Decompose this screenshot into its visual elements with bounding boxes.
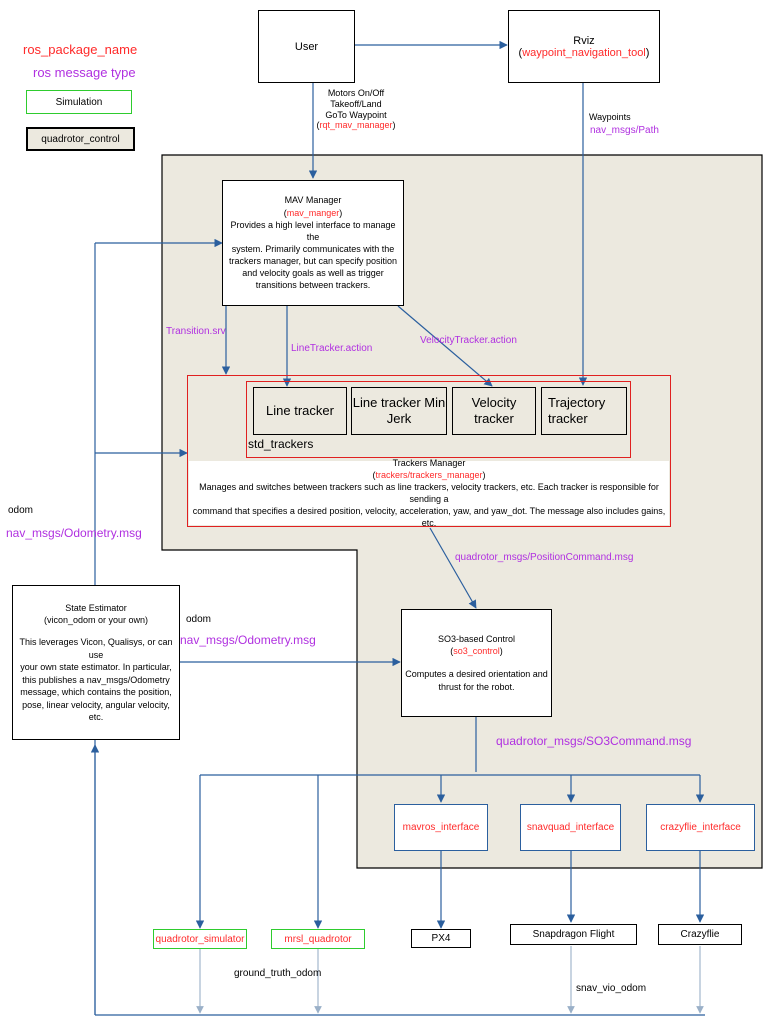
tracker-line-min-jerk: Line tracker Min Jerk	[351, 387, 447, 435]
rviz-package-name: waypoint_navigation_tool	[522, 46, 646, 59]
legend-package-label: ros_package_name	[23, 42, 138, 57]
std-trackers-frame	[246, 381, 631, 458]
trackers-manager-desc-line: Manages and switches between trackers su…	[199, 481, 659, 504]
mav-manager-title: MAV Manager	[284, 195, 342, 206]
so3-control-desc-line: Computes a desired orientation and	[405, 669, 548, 679]
user-command-line: Motors On/Off	[327, 88, 385, 98]
crazyflie-interface-node: crazyflie_interface	[646, 804, 755, 851]
waypoints-message: nav_msgs/Path	[590, 125, 659, 136]
legend-control-box: quadrotor_control	[26, 127, 135, 151]
user-commands-label: Motors On/Off Takeoff/Land GoTo Waypoint…	[316, 88, 396, 131]
state-estimator-subtitle: (vicon_odom or your own)	[43, 615, 149, 626]
tracker-line: Line tracker	[253, 387, 347, 435]
mav-manager-desc-line: trackers manager, but can specify positi…	[228, 256, 398, 267]
quadrotor-simulator-text: quadrotor_simulator	[155, 933, 245, 945]
mrsl-quadrotor-text: mrsl_quadrotor	[284, 933, 352, 945]
legend-message-label: ros message type	[33, 65, 136, 80]
mrsl-quadrotor-node: mrsl_quadrotor	[271, 929, 365, 949]
crazyflie-text: Crazyflie	[680, 929, 720, 940]
ground-truth-odom-label: ground_truth_odom	[234, 968, 322, 979]
std-trackers-label: std_trackers	[248, 437, 314, 451]
snapdragon-flight-text: Snapdragon Flight	[532, 929, 615, 940]
trackers-manager-desc-line: command that specifies a desired positio…	[192, 506, 666, 529]
state-estimator-title: State Estimator	[65, 602, 127, 613]
state-estimator-desc-line: etc.	[88, 711, 104, 722]
trackers-manager-package: (trackers/trackers_manager)	[372, 469, 486, 480]
mav-manager-desc-line: and velocity goals as well as trigger	[242, 268, 384, 279]
rviz-title: Rviz	[573, 34, 595, 47]
so3-control-node: SO3-based Control (so3_control) Computes…	[401, 609, 552, 717]
tracker-min-jerk-text: Line tracker Min	[352, 394, 446, 410]
position-command-label: quadrotor_msgs/PositionCommand.msg	[455, 552, 634, 563]
tracker-trajectory-text: Trajectory	[548, 394, 606, 410]
trackers-manager-node: Trackers Manager (trackers/trackers_mana…	[189, 458, 669, 528]
mav-manager-desc-line: system. Primarily communicates with the	[231, 244, 395, 254]
tracker-velocity-text: Velocity	[471, 394, 517, 410]
so3-control-title: SO3-based Control	[437, 633, 516, 644]
tracker-trajectory-text: tracker	[548, 411, 588, 426]
tracker-line-text: Line tracker	[266, 402, 334, 418]
so3-command-label: quadrotor_msgs/SO3Command.msg	[496, 734, 692, 748]
user-title: User	[294, 40, 319, 53]
legend-simulation-text: Simulation	[55, 96, 103, 108]
odom-left-label: odom	[8, 505, 34, 516]
line-tracker-action-label: LineTracker.action	[291, 343, 373, 354]
user-command-package-name: rqt_mav_manager	[319, 120, 393, 131]
snav-vio-odom-label: snav_vio_odom	[576, 983, 647, 994]
px4-node: PX4	[411, 929, 471, 948]
wire-mav-velocity	[397, 305, 493, 387]
so3-control-desc-line: thrust for the robot.	[438, 681, 515, 692]
rviz-node: Rviz (waypoint_navigation_tool)	[508, 10, 660, 83]
waypoints-label: Waypoints	[589, 112, 631, 122]
tracker-velocity: Velocity tracker	[452, 387, 536, 435]
mavros-interface-text: mavros_interface	[402, 822, 480, 833]
odom-mid-message: nav_msgs/Odometry.msg	[180, 633, 316, 647]
crazyflie-interface-text: crazyflie_interface	[660, 822, 741, 833]
rviz-package: (waypoint_navigation_tool)	[518, 46, 650, 59]
mav-manager-desc-line: Provides a high level interface to manag…	[230, 219, 396, 242]
state-estimator-desc-line: your own state estimator. In particular,	[20, 662, 172, 673]
state-estimator-desc-line: this publishes a nav_msgs/Odometry	[22, 674, 170, 685]
tracker-velocity-text: tracker	[474, 411, 514, 426]
mav-manager-package-name: mav_manger	[286, 207, 340, 218]
state-estimator-desc-line: pose, linear velocity, angular velocity,	[22, 699, 170, 710]
so3-control-package: (so3_control)	[450, 646, 503, 657]
odom-mid-label: odom	[186, 614, 212, 625]
so3-control-package-name: so3_control	[453, 646, 500, 657]
user-command-line: Takeoff/Land	[330, 98, 382, 109]
trackers-manager-title: Trackers Manager	[392, 457, 466, 468]
legend-control-text: quadrotor_control	[41, 133, 120, 145]
state-estimator-node: State Estimator (vicon_odom or your own)…	[12, 585, 180, 740]
state-estimator-desc-line: message, which contains the position,	[20, 687, 172, 698]
snavquad-interface-text: snavquad_interface	[526, 822, 615, 833]
user-command-line: GoTo Waypoint	[325, 109, 387, 120]
legend-simulation-box: Simulation	[26, 90, 132, 114]
tracker-min-jerk-text: Jerk	[386, 411, 412, 426]
transition-srv-label: Transition.srv	[166, 326, 226, 337]
mavros-interface-node: mavros_interface	[394, 804, 488, 851]
velocity-tracker-action-label: VelocityTracker.action	[420, 335, 517, 346]
quadrotor-simulator-node: quadrotor_simulator	[153, 929, 247, 949]
snavquad-interface-node: snavquad_interface	[520, 804, 621, 851]
state-estimator-desc-line: This leverages Vicon, Qualisys, or can u…	[19, 637, 173, 660]
px4-text: PX4	[431, 933, 451, 944]
mav-manager-desc-line: transitions between trackers.	[255, 280, 371, 291]
wire-trackers-so3	[429, 527, 477, 609]
mav-manager-package: (mav_manger)	[283, 207, 343, 218]
trackers-manager-package-name: trackers/trackers_manager	[375, 469, 483, 480]
crazyflie-node: Crazyflie	[658, 924, 742, 945]
snapdragon-flight-node: Snapdragon Flight	[510, 924, 637, 945]
user-command-package: (rqt_mav_manager)	[316, 120, 396, 131]
user-node: User	[258, 10, 355, 83]
mav-manager-node: MAV Manager (mav_manger) Provides a high…	[222, 180, 404, 306]
trackers-frame	[187, 375, 671, 527]
odom-left-message: nav_msgs/Odometry.msg	[6, 526, 142, 540]
tracker-trajectory: Trajectory tracker	[541, 387, 627, 435]
